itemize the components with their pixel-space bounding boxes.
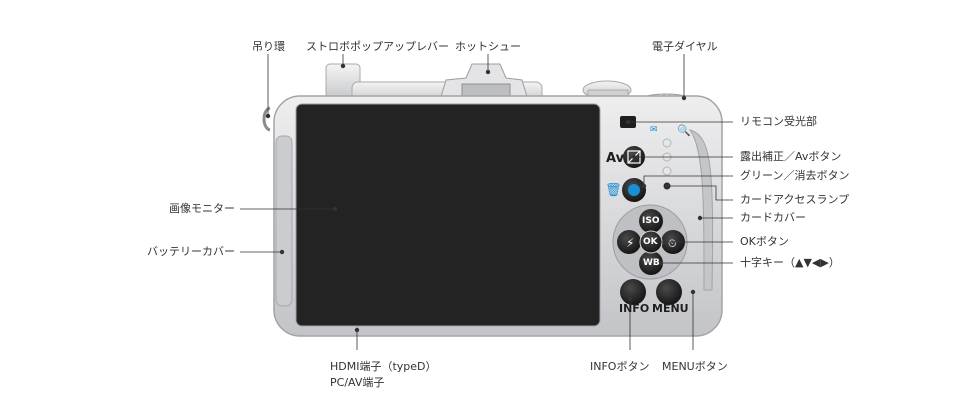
label-e-dial: 電子ダイヤル (652, 40, 718, 53)
label-pc-av-terminal: PC/AV端子 (330, 376, 385, 389)
label-hot-shoe: ホットシュー (455, 40, 521, 53)
label-battery-cover: バッテリーカバー (147, 245, 235, 258)
label-card-access-lamp: カードアクセスランプ (740, 193, 850, 206)
info-button-label: INFO (619, 302, 650, 315)
menu-button-shape (656, 279, 682, 305)
label-ok-button: OKボタン (740, 235, 789, 248)
trash-icon: 🗑 (605, 182, 622, 198)
label-hdmi-terminal: HDMI端子（typeD） (330, 360, 437, 373)
image-monitor-shape (295, 103, 601, 327)
info-button-shape (620, 279, 646, 305)
svg-text:⏲: ⏲ (668, 237, 677, 250)
label-menu-button: MENUボタン (662, 360, 728, 373)
label-card-cover: カードカバー (740, 211, 806, 224)
menu-button-label: MENU (652, 302, 689, 315)
label-info-button: INFOボタン (590, 360, 650, 373)
label-exposure-av-button: 露出補正／Avボタン (740, 150, 842, 163)
label-green-delete-button: グリーン／消去ボタン (740, 169, 850, 182)
label-image-monitor: 画像モニター (169, 202, 235, 215)
svg-text:✉: ✉ (650, 125, 658, 135)
iso-button-label: ISO (642, 216, 660, 226)
svg-text:🔍: 🔍 (677, 123, 691, 137)
av-text: Av (606, 151, 625, 166)
strap-lug-shape (262, 106, 271, 132)
label-four-way: 十字キー（▲▼◀▶） (740, 256, 840, 269)
ok-button-label: OK (643, 237, 658, 247)
wb-button-label: WB (643, 258, 660, 268)
label-flash-popup-lever: ストロボポップアップレバー (306, 40, 449, 53)
svg-text:⚡: ⚡ (626, 236, 634, 250)
label-remote-receiver: リモコン受光部 (740, 115, 817, 128)
label-strap-lug: 吊り環 (252, 40, 285, 53)
grip-right (688, 129, 714, 291)
battery-cover-shape (275, 135, 293, 307)
